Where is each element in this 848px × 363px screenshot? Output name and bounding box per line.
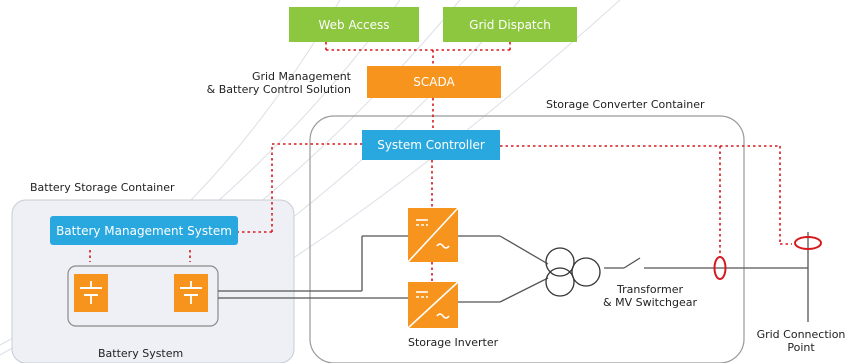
grid-management-line1: Grid Management	[251, 70, 351, 83]
storage-inverter-label: Storage Inverter	[408, 336, 499, 349]
transformer-line1: Transformer	[616, 283, 683, 296]
battery-system-label: Battery System	[98, 347, 184, 360]
battery-storage-container-label: Battery Storage Container	[30, 181, 175, 194]
battery-icon	[174, 274, 208, 312]
storage-converter-container	[309, 115, 745, 363]
control-lines	[89, 42, 792, 282]
sensor-ring-icon	[794, 236, 822, 250]
power-lines	[218, 232, 809, 322]
grid-management-label: Grid Management & Battery Control Soluti…	[186, 70, 351, 96]
grid-connection-line1: Grid Connection	[756, 328, 846, 341]
transformer-line2: & MV Switchgear	[603, 296, 697, 309]
grid-connection-line2: Point	[787, 341, 815, 354]
grid-management-line2: & Battery Control Solution	[206, 83, 351, 96]
battery-system-box	[67, 265, 219, 327]
transformer-icon	[545, 247, 601, 297]
storage-converter-container-label: Storage Converter Container	[546, 98, 705, 111]
transformer-label: Transformer & MV Switchgear	[600, 283, 700, 309]
sensor-ring-icon	[713, 256, 727, 280]
inverter-icon	[407, 207, 459, 263]
scada-box: SCADA	[367, 66, 501, 98]
grid-dispatch-box: Grid Dispatch	[443, 7, 577, 42]
battery-icon	[74, 274, 108, 312]
grid-connection-label: Grid Connection Point	[754, 328, 848, 354]
system-controller-box: System Controller	[362, 130, 500, 160]
battery-management-system-box: Battery Management System	[50, 216, 238, 245]
web-access-box: Web Access	[289, 7, 419, 42]
inverter-icon	[407, 281, 459, 329]
